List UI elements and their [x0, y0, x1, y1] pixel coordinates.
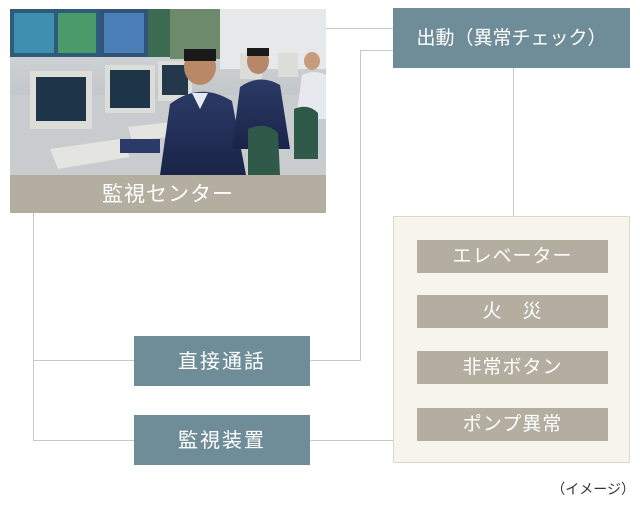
- alarm-source-pump-error: ポンプ異常: [417, 408, 608, 441]
- direct-call-box: 直接通話: [134, 336, 310, 386]
- alarm-source-elevator: エレベーター: [417, 240, 608, 273]
- connector-monitor-panel: [310, 440, 393, 441]
- dispatch-box: 出動（異常チェック）: [393, 8, 630, 68]
- alarm-source-panel: エレベーター 火 災 非常ボタン ポンプ異常: [393, 216, 630, 463]
- connector-center-monitor: [33, 440, 134, 441]
- connector-photo-dispatch: [326, 28, 393, 29]
- monitoring-device-box: 監視装置: [134, 415, 310, 465]
- connector-center-direct: [33, 360, 134, 361]
- connector-dispatch-stub: [360, 50, 393, 51]
- monitoring-center-photo: [10, 9, 326, 175]
- connector-center-trunk: [33, 213, 34, 441]
- monitoring-center-label: 監視センター: [10, 175, 326, 213]
- connector-direct-dispatch-h: [310, 360, 360, 361]
- alarm-source-fire: 火 災: [417, 295, 608, 328]
- image-note: （イメージ）: [551, 482, 635, 498]
- connector-direct-dispatch-v: [360, 50, 361, 361]
- connector-dispatch-panel: [513, 68, 514, 216]
- alarm-source-emergency-button: 非常ボタン: [417, 351, 608, 384]
